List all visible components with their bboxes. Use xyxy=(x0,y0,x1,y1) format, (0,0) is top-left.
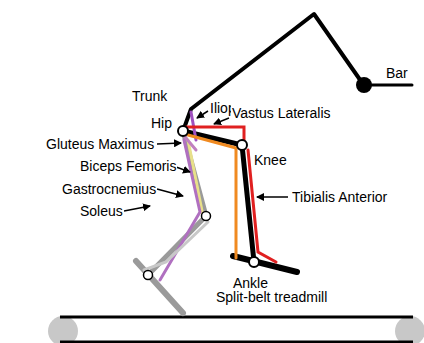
part-label: Knee xyxy=(253,152,288,168)
trunk-and-bar xyxy=(183,14,412,131)
part-label: Trunk xyxy=(131,88,168,104)
part-label: Bar xyxy=(385,65,409,81)
part-label: Split-belt treadmill xyxy=(215,289,328,305)
part-label: Gluteus Maximus xyxy=(45,136,155,152)
leading-leg xyxy=(178,112,297,272)
treadmill xyxy=(48,316,424,343)
part-label: Hip xyxy=(150,115,173,131)
part-label: Biceps Femoris xyxy=(79,158,177,174)
part-label: Gastrocnemius xyxy=(61,181,157,197)
part-label: Tibialis Anterior xyxy=(291,189,388,205)
part-label: Vastus Lateralis xyxy=(231,105,332,121)
part-label: Soleus xyxy=(79,203,124,219)
